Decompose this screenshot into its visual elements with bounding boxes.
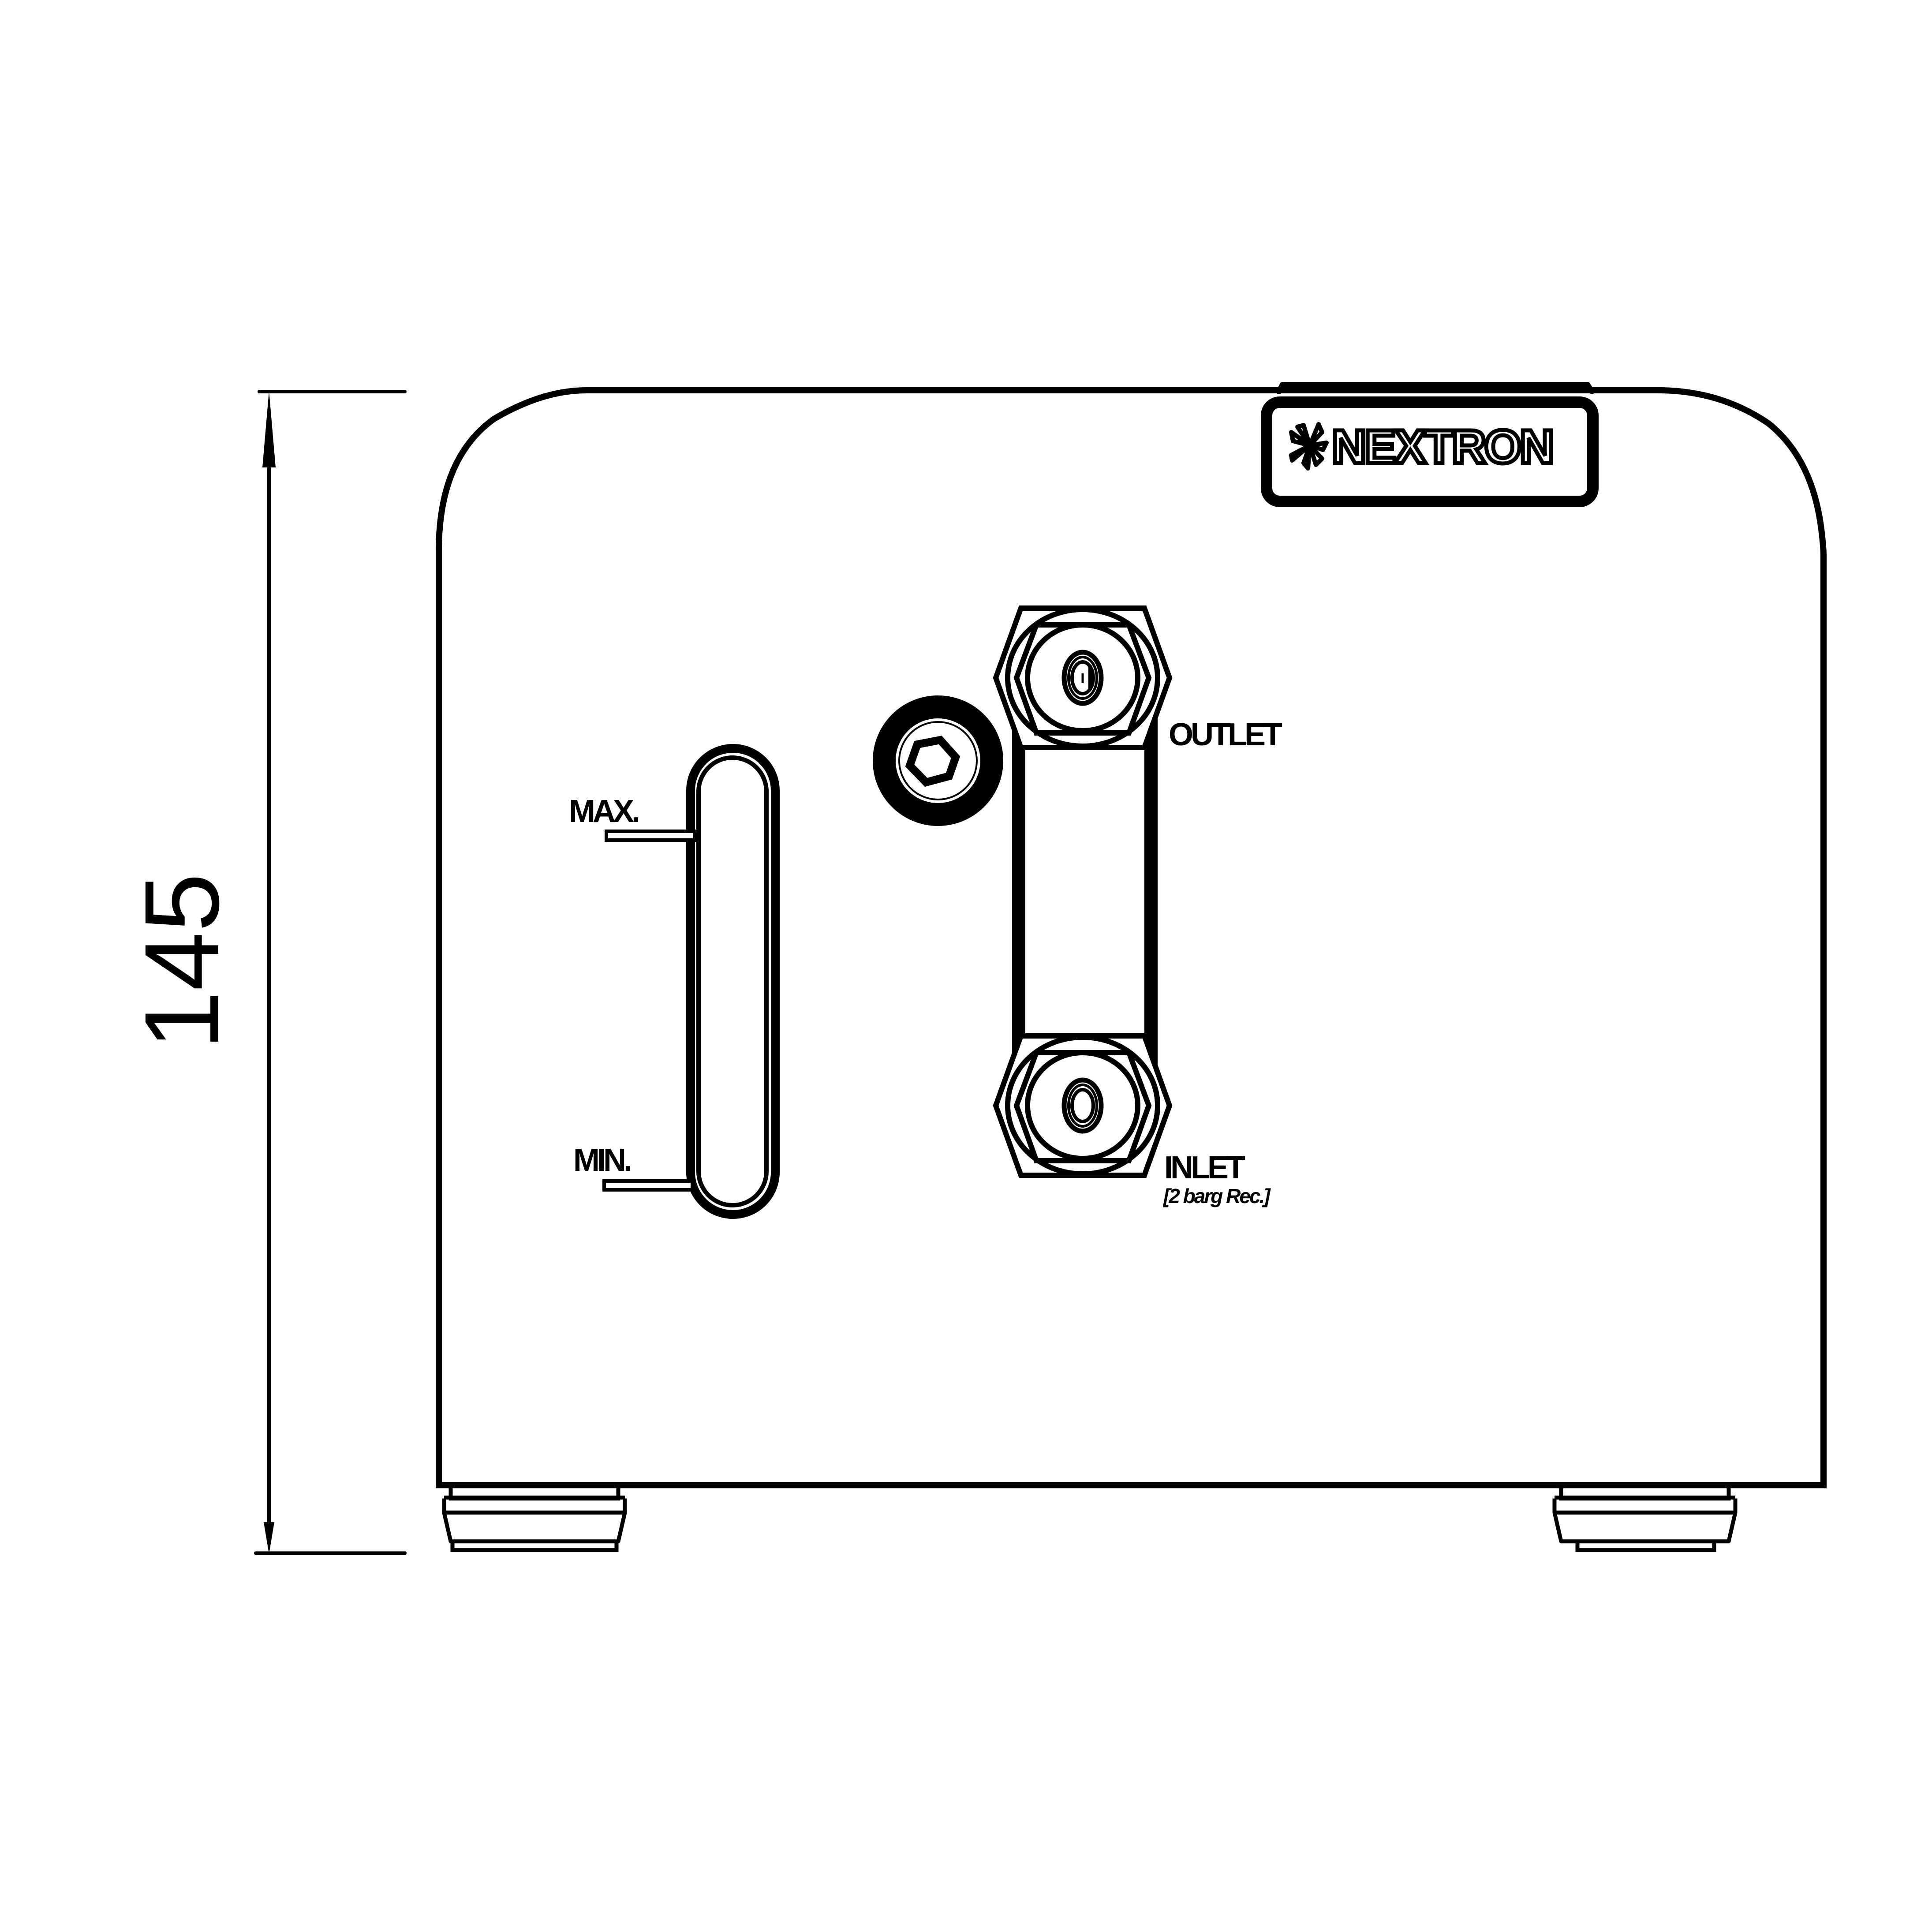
coolant-level-gauge: MAX. MIN. [569,744,780,1219]
dimension-arrow-up-icon [262,391,276,467]
min-level-label: MIN. [573,1143,631,1178]
height-dimension-value: 145 [123,873,241,1050]
outlet-port[interactable] [993,605,1173,750]
brand-logo-badge: NEXTRON [1261,396,1599,507]
foot-right [1552,1483,1738,1552]
fan-icon [1289,422,1329,471]
height-dimension: 145 [123,390,407,1555]
max-level-label: MAX. [569,794,639,829]
hex-socket-icon [905,736,960,787]
brand-logo-text: NEXTRON [1332,420,1552,473]
inlet-pressure-note: [2 barg Rec.] [1162,1185,1271,1207]
foot-left [442,1483,627,1552]
unit-body [436,382,1827,1488]
inlet-label: INLET [1164,1150,1245,1185]
inlet-port[interactable] [993,1033,1173,1178]
outlet-label: OUTLET [1169,717,1282,752]
dimension-arrow-down-icon [264,1522,274,1554]
fill-cap[interactable] [873,695,1003,826]
